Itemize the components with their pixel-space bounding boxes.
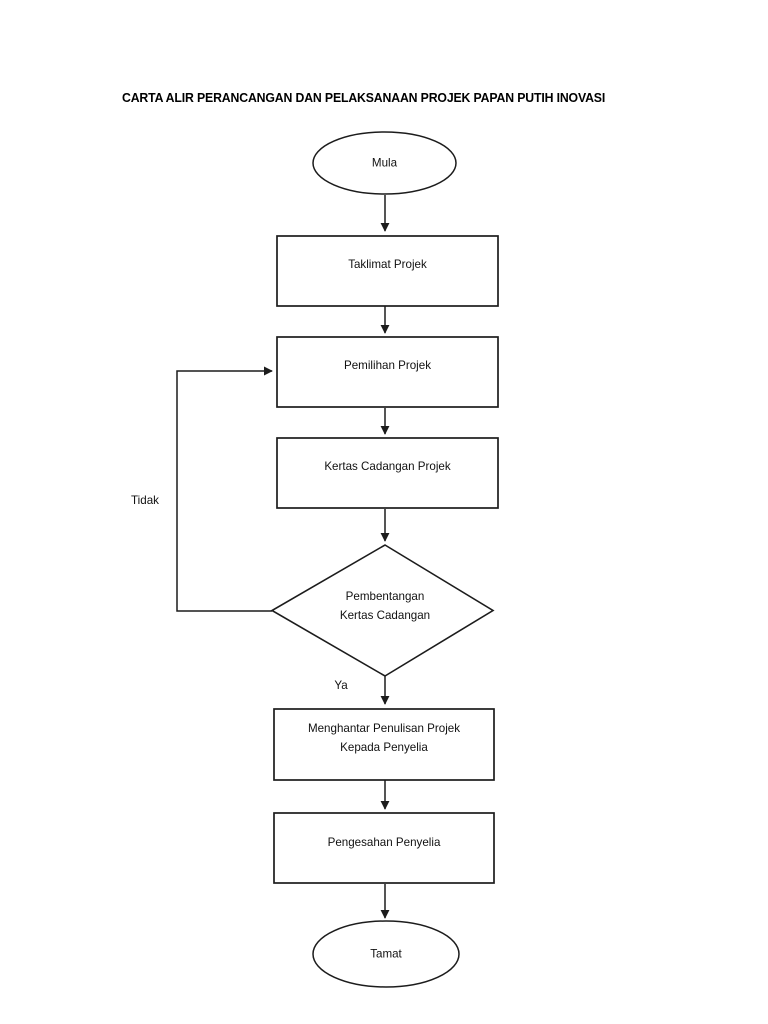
- selection-box: [276, 336, 499, 408]
- node-selection[interactable]: Pemilihan Projek: [276, 336, 499, 408]
- page-title: CARTA ALIR PERANCANGAN DAN PELAKSANAAN P…: [122, 90, 606, 105]
- briefing-label: Taklimat Projek: [348, 258, 427, 271]
- selection-label: Pemilihan Projek: [344, 359, 431, 372]
- proposal-label: Kertas Cadangan Projek: [324, 460, 451, 473]
- node-presentation-decision[interactable]: Pembentangan Kertas Cadangan: [270, 544, 495, 677]
- presentation-label-line2: Kertas Cadangan: [340, 609, 430, 622]
- presentation-label-line1: Pembentangan: [346, 590, 425, 603]
- presentation-diamond: [270, 544, 495, 677]
- connectors-group: [176, 195, 390, 919]
- end-ellipse: [312, 920, 460, 988]
- node-briefing[interactable]: Taklimat Projek: [276, 235, 499, 307]
- node-validation[interactable]: Pengesahan Penyelia: [273, 812, 495, 884]
- briefing-box: [276, 235, 499, 307]
- proposal-box: [276, 437, 499, 509]
- branch-label-yes: Ya: [334, 679, 348, 692]
- validation-label: Pengesahan Penyelia: [328, 836, 441, 849]
- node-end[interactable]: Tamat: [312, 920, 460, 988]
- submission-label-line1: Menghantar Penulisan Projek: [308, 722, 460, 735]
- node-submission[interactable]: Menghantar Penulisan Projek Kepada Penye…: [273, 708, 495, 781]
- node-proposal[interactable]: Kertas Cadangan Projek: [276, 437, 499, 509]
- end-label: Tamat: [370, 948, 402, 961]
- branch-label-no: Tidak: [131, 494, 159, 507]
- start-label: Mula: [372, 157, 398, 170]
- start-ellipse: [312, 131, 457, 195]
- validation-box: [273, 812, 495, 884]
- connector-presentation-no-loop-to-selection: [176, 366, 273, 612]
- node-start[interactable]: Mula: [312, 131, 457, 195]
- submission-label-line2: Kepada Penyelia: [340, 741, 428, 754]
- submission-box: [273, 708, 495, 781]
